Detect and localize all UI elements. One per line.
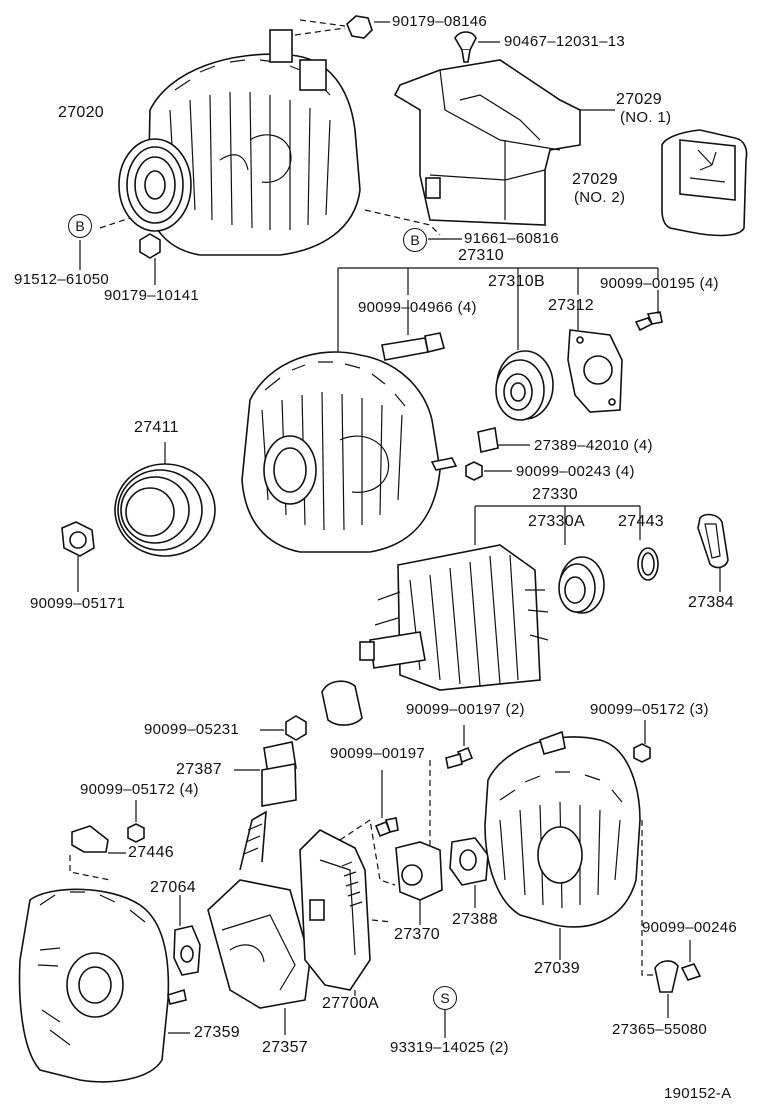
- part-label: 27310B: [488, 273, 545, 290]
- part-label: 90467–12031–13: [504, 33, 625, 50]
- part-label: 27365–55080: [612, 1021, 708, 1038]
- rotor-27330-drawing: [359, 544, 549, 691]
- part-label: (NO. 2): [574, 189, 626, 206]
- part-label: 91661–60816: [464, 230, 560, 247]
- part-label: 90099–00246: [642, 919, 738, 936]
- callout-b: B: [68, 214, 92, 238]
- part-label: 93319–14025 (2): [390, 1039, 509, 1056]
- part-label: 27330: [532, 486, 578, 503]
- pulley-27411-drawing: [114, 442, 216, 557]
- part-label: 27411: [134, 419, 179, 436]
- part-label: 27384: [688, 594, 734, 611]
- part-label: 27446: [128, 844, 174, 861]
- part-label: 27370: [394, 926, 440, 943]
- part-label: 90099–05171: [30, 595, 126, 612]
- part-label: 27357: [262, 1039, 308, 1056]
- part-label: 27389–42010 (4): [534, 437, 653, 454]
- part-label: 90099–04966 (4): [358, 299, 477, 316]
- part-label: 90099–00197 (2): [406, 701, 525, 718]
- rectifier-27357-drawing: [207, 810, 311, 1035]
- part-label: 91512–61050: [14, 271, 110, 288]
- part-label: 90179–10141: [104, 287, 200, 304]
- rear-end-frame-27039-drawing: [484, 730, 641, 960]
- part-label: 90099–00243 (4): [516, 463, 635, 480]
- part-label: 27359: [194, 1024, 240, 1041]
- part-label: 27312: [548, 297, 594, 314]
- part-label: 90099–00195 (4): [600, 275, 719, 292]
- part-label: 90099–05231: [144, 721, 240, 738]
- end-cover-27359-drawing: [18, 888, 190, 1083]
- part-label: 90099–00197: [330, 745, 426, 762]
- part-label: (NO. 1): [620, 109, 672, 126]
- plate-27312-drawing: [567, 329, 623, 413]
- part-label: 27029: [572, 171, 618, 188]
- stud-bolt-drawing: [381, 300, 445, 361]
- part-label: 27064: [150, 879, 196, 896]
- part-label: 27039: [534, 960, 580, 977]
- part-label: 27443: [618, 513, 664, 530]
- part-label: 27388: [452, 911, 498, 928]
- nut-90179-08146-drawing: [294, 15, 373, 39]
- regulator-27700a-drawing: [299, 829, 371, 996]
- callout-b: B: [403, 228, 427, 252]
- part-label: 27700A: [322, 995, 379, 1012]
- alternator-assembly-drawing: [118, 29, 361, 256]
- cover-27029-no2-drawing: [661, 129, 748, 237]
- part-label: 90179–08146: [392, 13, 488, 30]
- drive-end-frame-drawing: [241, 351, 458, 553]
- bearing-27330a-drawing: [558, 556, 605, 614]
- part-label: 27387: [176, 761, 222, 778]
- part-label: 90099–05172 (3): [590, 701, 709, 718]
- rear-cover-27029-drawing: [393, 59, 581, 226]
- callout-s: S: [433, 986, 457, 1010]
- part-label: 27330A: [528, 513, 585, 530]
- part-label: 27029: [616, 91, 662, 108]
- part-label: 27020: [58, 104, 104, 121]
- nut-90099-05171-drawing: [61, 521, 95, 592]
- drawing-code: 190152-A: [664, 1085, 732, 1102]
- bearing-27310b-drawing: [495, 350, 554, 421]
- part-label: 27310: [458, 247, 504, 264]
- clip-90467-drawing: [454, 31, 477, 63]
- part-label: 90099–05172 (4): [80, 781, 199, 798]
